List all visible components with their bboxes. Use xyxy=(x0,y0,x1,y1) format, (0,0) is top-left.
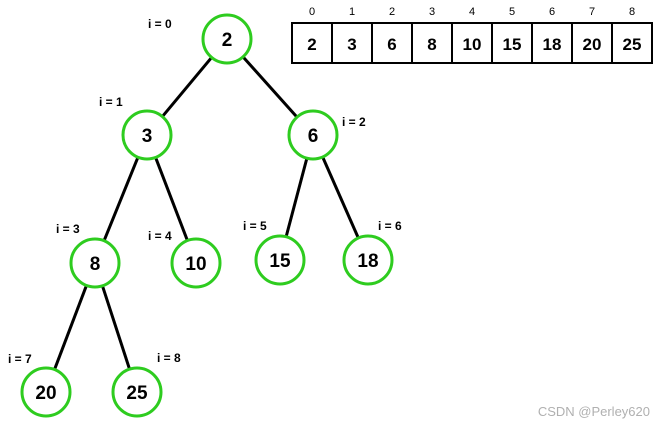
tree-node-3: 8 xyxy=(69,237,121,289)
array-index-label-7: 7 xyxy=(589,6,595,18)
array-index-label-8: 8 xyxy=(629,6,635,18)
node-index-label-5: i = 5 xyxy=(243,219,267,233)
array-index-label-6: 6 xyxy=(549,6,555,18)
node-circle xyxy=(121,109,173,161)
tree-edge-3-7 xyxy=(53,284,88,371)
tree-edges xyxy=(53,55,360,371)
node-circle xyxy=(254,234,306,286)
array-cell-value: 15 xyxy=(503,35,522,54)
tree-node-7: 20 xyxy=(20,366,72,418)
node-index-labels: i = 0 i = 1 i = 2 i = 3 i = 4 i = 5 i = 6 i = 7… xyxy=(8,17,402,366)
array-cell-5: 15 xyxy=(491,22,533,64)
tree-edge-1-4 xyxy=(154,156,189,242)
array-cell-3: 8 xyxy=(411,22,453,64)
node-value: 25 xyxy=(126,383,148,404)
array-cell-value: 8 xyxy=(427,35,436,54)
array-cell-value: 6 xyxy=(387,35,396,54)
array-index-label-5: 5 xyxy=(509,6,515,18)
node-value: 10 xyxy=(185,254,206,275)
array-cell-box xyxy=(411,22,453,64)
array-cell-value: 2 xyxy=(307,35,316,54)
array-index-label-4: 4 xyxy=(469,6,475,18)
array-cell-value: 20 xyxy=(583,35,602,54)
array-cell-8: 25 xyxy=(611,22,653,64)
array-cell-box xyxy=(531,22,573,64)
array-index-label-1: 1 xyxy=(349,6,355,18)
tree-node-8: 25 xyxy=(111,366,163,418)
node-index-label-1: i = 1 xyxy=(99,95,123,109)
node-index-label-2: i = 2 xyxy=(342,115,366,129)
node-value: 8 xyxy=(90,254,101,275)
node-value: 6 xyxy=(308,126,319,147)
tree-node-0: 2 xyxy=(201,13,253,65)
array-cell-0: 2 xyxy=(291,22,333,64)
node-index-label-8: i = 8 xyxy=(157,351,181,365)
array-cell-value: 18 xyxy=(543,35,562,54)
node-circle xyxy=(20,366,72,418)
array-cell-4: 10 xyxy=(451,22,493,64)
tree-edge-3-8 xyxy=(101,285,131,370)
array-cell-box xyxy=(371,22,413,64)
array-cell-value: 25 xyxy=(623,35,642,54)
tree-nodes: 2 3 6 8 10 15 18 20 25 xyxy=(20,13,394,418)
tree-node-2: 6 xyxy=(287,109,339,161)
array-cell-value: 10 xyxy=(463,35,482,54)
node-value: 15 xyxy=(269,251,291,272)
node-index-label-6: i = 6 xyxy=(378,219,402,233)
node-circle xyxy=(170,237,222,289)
array-cell-2: 6 xyxy=(371,22,413,64)
array-index-label-0: 0 xyxy=(309,6,315,18)
tree-edge-2-6 xyxy=(321,156,360,239)
node-index-label-4: i = 4 xyxy=(148,229,172,243)
tree-edge-0-2 xyxy=(241,55,299,119)
tree-node-6: 18 xyxy=(342,234,394,286)
node-circle xyxy=(111,366,163,418)
node-circle xyxy=(201,13,253,65)
array-cell-value: 3 xyxy=(347,35,356,54)
array-index-label-2: 2 xyxy=(389,6,395,18)
node-circle xyxy=(287,109,339,161)
node-value: 2 xyxy=(222,30,233,51)
node-value: 18 xyxy=(357,251,378,272)
node-circle xyxy=(69,237,121,289)
node-index-label-7: i = 7 xyxy=(8,352,32,366)
array-cell-7: 20 xyxy=(571,22,613,64)
array-cell-box xyxy=(451,22,493,64)
array-cell-box xyxy=(611,22,653,64)
array-cell-1: 3 xyxy=(331,22,373,64)
tree-node-1: 3 xyxy=(121,109,173,161)
tree-node-5: 15 xyxy=(254,234,306,286)
node-value: 20 xyxy=(35,383,56,404)
tree-edge-1-3 xyxy=(102,156,140,242)
node-index-label-3: i = 3 xyxy=(56,222,80,236)
tree-edge-2-5 xyxy=(284,157,309,238)
node-value: 3 xyxy=(142,126,153,147)
array-cell-box xyxy=(291,22,333,64)
tree-edge-0-1 xyxy=(161,56,213,118)
array-index-label-3: 3 xyxy=(429,6,435,18)
node-index-label-0: i = 0 xyxy=(148,17,172,31)
array-cell-6: 18 xyxy=(531,22,573,64)
tree-node-4: 10 xyxy=(170,237,222,289)
node-circle xyxy=(342,234,394,286)
watermark: CSDN @Perley620 xyxy=(538,404,650,419)
